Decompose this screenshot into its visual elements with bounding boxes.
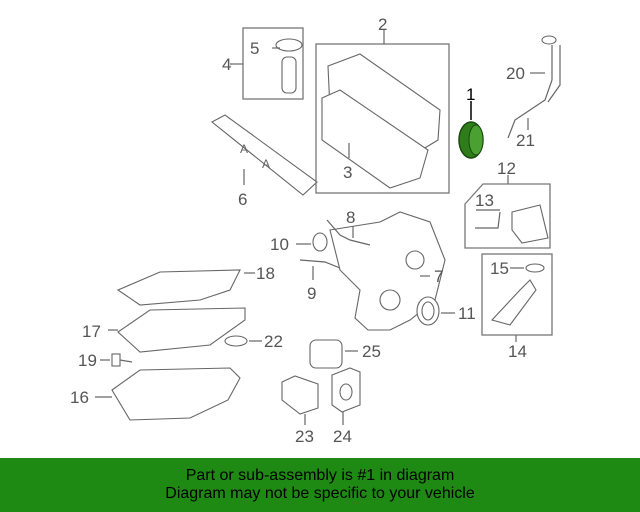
callout-8: 8 bbox=[346, 208, 355, 227]
banner-line-1: Part or sub-assembly is #1 in diagram bbox=[185, 467, 455, 484]
callout-2: 2 bbox=[378, 15, 387, 34]
group-oil-cap bbox=[230, 27, 304, 100]
callout-14: 14 bbox=[508, 342, 527, 361]
part-16-lower-pan bbox=[95, 367, 241, 421]
part-6-cover: A A bbox=[211, 114, 318, 196]
part-24-housing bbox=[331, 367, 361, 425]
callout-4: 4 bbox=[222, 55, 231, 74]
group-pump bbox=[464, 175, 551, 249]
group-valve-cover bbox=[315, 30, 450, 194]
part-7-engine-cover bbox=[329, 211, 446, 331]
callout-25: 25 bbox=[362, 342, 381, 361]
callout-12: 12 bbox=[497, 159, 516, 178]
callout-18: 18 bbox=[256, 264, 275, 283]
part-22-ring bbox=[224, 335, 262, 347]
part-18-gasket bbox=[116, 269, 255, 306]
callout-10: 10 bbox=[270, 235, 289, 254]
callout-3: 3 bbox=[343, 163, 352, 182]
callout-15: 15 bbox=[490, 259, 509, 278]
callout-21: 21 bbox=[516, 131, 535, 150]
banner-line-2: Diagram may not be specific to your vehi… bbox=[165, 485, 475, 502]
callout-6: 6 bbox=[238, 190, 247, 209]
callout-19: 19 bbox=[78, 351, 97, 370]
callout-23: 23 bbox=[295, 427, 314, 446]
callout-11: 11 bbox=[458, 304, 476, 323]
info-banner: Part or sub-assembly is #1 in diagram Di… bbox=[0, 458, 640, 512]
callout-5: 5 bbox=[250, 39, 259, 58]
part-23-block bbox=[281, 375, 319, 425]
callout-9: 9 bbox=[307, 284, 316, 303]
callout-17: 17 bbox=[82, 322, 101, 341]
parts-diagram: 4 5 A A 6 2 3 1 20 21 12 bbox=[70, 15, 561, 446]
group-dipstick bbox=[507, 35, 561, 139]
callout-7: 7 bbox=[434, 267, 443, 286]
group-seals bbox=[296, 219, 455, 326]
part-17-pan bbox=[108, 307, 246, 353]
part-25-filter bbox=[309, 339, 358, 369]
callout-1: 1 bbox=[466, 85, 475, 104]
part-1-seal bbox=[458, 101, 484, 159]
callout-22: 22 bbox=[264, 332, 283, 351]
callout-24: 24 bbox=[333, 427, 352, 446]
group-tube bbox=[481, 253, 553, 342]
callout-16: 16 bbox=[70, 388, 89, 407]
svg-text:A: A bbox=[240, 142, 248, 156]
part-19-bolt bbox=[100, 353, 133, 367]
svg-text:A: A bbox=[262, 157, 270, 171]
callout-13: 13 bbox=[475, 191, 494, 210]
callout-20: 20 bbox=[506, 64, 525, 83]
